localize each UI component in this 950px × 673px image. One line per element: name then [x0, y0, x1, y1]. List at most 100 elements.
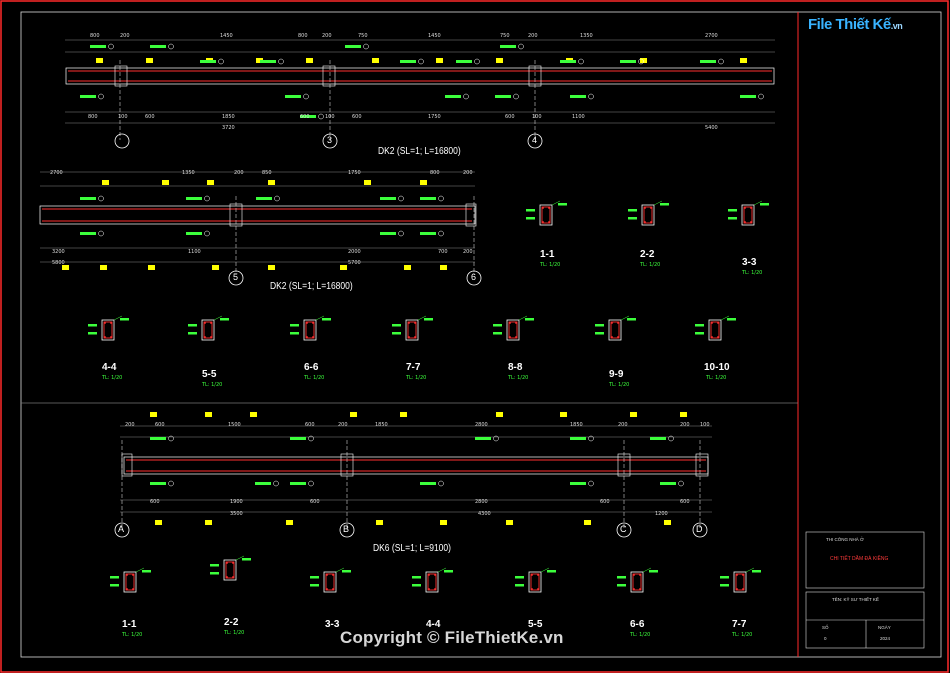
- section-cut-tag: [205, 412, 212, 417]
- scale-label: TL: 1/20: [630, 632, 651, 638]
- copyright-watermark: Copyright © FileThietKe.vn: [340, 628, 564, 647]
- rebar-callout: [380, 232, 396, 235]
- title-block-project: THI CÔNG NHÀ Ở: [826, 537, 864, 542]
- scale-label: TL: 1/20: [640, 262, 661, 268]
- dim-text: 4300: [478, 511, 491, 517]
- scale-label: TL: 1/20: [304, 375, 325, 381]
- section-cut-tag: [400, 412, 407, 417]
- section-cut-tag: [560, 412, 567, 417]
- section-cut-tag: [256, 58, 263, 63]
- rebar-callout: [80, 197, 96, 200]
- rebar-callout: [256, 197, 272, 200]
- dim-text: 800: [430, 170, 440, 176]
- title-block-date-label: NGÀY: [878, 625, 891, 630]
- dim-text: 1500: [228, 422, 241, 428]
- dim-text: 1450: [428, 33, 441, 39]
- rebar-callout: [260, 60, 276, 63]
- section-label: 5-5: [528, 619, 543, 630]
- section-label: 4-4: [102, 362, 117, 373]
- section-label: 1-1: [540, 249, 555, 260]
- dim-text: 750: [500, 33, 510, 39]
- dim-text: 600: [155, 422, 165, 428]
- dim-text: 600: [305, 422, 315, 428]
- brand-logo: File Thiết Kế.vn: [808, 14, 920, 42]
- dim-text: 600: [680, 499, 690, 505]
- axis-label: 6: [471, 272, 477, 282]
- dim-text: 200: [338, 422, 348, 428]
- dim-text: 1200: [655, 511, 668, 517]
- rebar-callout: [420, 232, 436, 235]
- dim-text: 100: [532, 114, 542, 120]
- section-glyph: [595, 315, 636, 341]
- section-glyph: [526, 200, 567, 226]
- section-label: 4-4: [426, 619, 441, 630]
- title-block-sheet-label: SỐ: [822, 625, 829, 630]
- scale-label: TL: 1/20: [406, 375, 427, 381]
- title-block-sheet: 0: [824, 636, 827, 641]
- dim-text: 100: [700, 422, 710, 428]
- dim-text: 200: [680, 422, 690, 428]
- section-cut-tag: [376, 520, 383, 525]
- rebar-callout: [80, 232, 96, 235]
- title-block-date: 2024: [880, 636, 891, 641]
- dim-text: 200: [618, 422, 628, 428]
- section-glyph: [728, 200, 769, 226]
- section-label: 8-8: [508, 362, 523, 373]
- dim-text: 600: [150, 499, 160, 505]
- section-glyph: [412, 567, 453, 593]
- section-glyph: [617, 567, 658, 593]
- section-cut-tag: [62, 265, 69, 270]
- dim-text: 600: [600, 499, 610, 505]
- section-label: 3-3: [742, 257, 757, 268]
- rebar-callout: [290, 482, 306, 485]
- rebar-callout: [445, 95, 461, 98]
- dim-text: 2800: [475, 499, 488, 505]
- section-cut-tag: [286, 520, 293, 525]
- dim-text: 600: [352, 114, 362, 120]
- rebar-callout: [700, 60, 716, 63]
- rebar-callout: [570, 95, 586, 98]
- dim-text: 200: [463, 249, 473, 255]
- rebar-callout: [150, 45, 166, 48]
- axis-bubble: [322, 133, 338, 149]
- dim-text: 200: [120, 33, 130, 39]
- scale-label: TL: 1/20: [224, 630, 245, 636]
- rebar-callout: [400, 60, 416, 63]
- dim-text: 1350: [182, 170, 195, 176]
- dim-text: 700: [438, 249, 448, 255]
- section-cut-tag: [306, 58, 313, 63]
- scale-label: TL: 1/20: [742, 270, 763, 276]
- section-cut-tag: [496, 58, 503, 63]
- dim-text: 1100: [188, 249, 201, 255]
- dim-text: 600: [145, 114, 155, 120]
- section-label: 5-5: [202, 369, 217, 380]
- beam-elevation-2: [39, 171, 482, 286]
- section-cut-tag: [630, 412, 637, 417]
- section-cut-tag: [150, 412, 157, 417]
- dim-text: 100: [325, 114, 335, 120]
- section-cut-tag: [250, 412, 257, 417]
- section-cut-tag: [146, 58, 153, 63]
- rebar-callout: [200, 60, 216, 63]
- section-cut-tag: [364, 180, 371, 185]
- section-glyph: [188, 315, 229, 341]
- rebar-callout: [495, 95, 511, 98]
- section-cut-tag: [350, 412, 357, 417]
- scale-label: TL: 1/20: [540, 262, 561, 268]
- section-glyph: [720, 567, 761, 593]
- dim-text: 1850: [570, 422, 583, 428]
- dim-text: 3720: [222, 125, 235, 131]
- dim-text: 3500: [230, 511, 243, 517]
- dim-text: 800: [90, 33, 100, 39]
- beam-elevation-1: [65, 39, 775, 149]
- axis-label: 4: [532, 135, 538, 145]
- dim-text: 200: [528, 33, 538, 39]
- section-cut-tag: [584, 520, 591, 525]
- section-glyph: [290, 315, 331, 341]
- section-cut-tag: [680, 412, 687, 417]
- rebar-callout: [150, 437, 166, 440]
- rebar-callout: [380, 197, 396, 200]
- rebar-callout: [80, 95, 96, 98]
- title-block-drawing: CHI TIẾT DẦM ĐÀ KIỀNG: [830, 556, 889, 562]
- scale-label: TL: 1/20: [609, 382, 630, 388]
